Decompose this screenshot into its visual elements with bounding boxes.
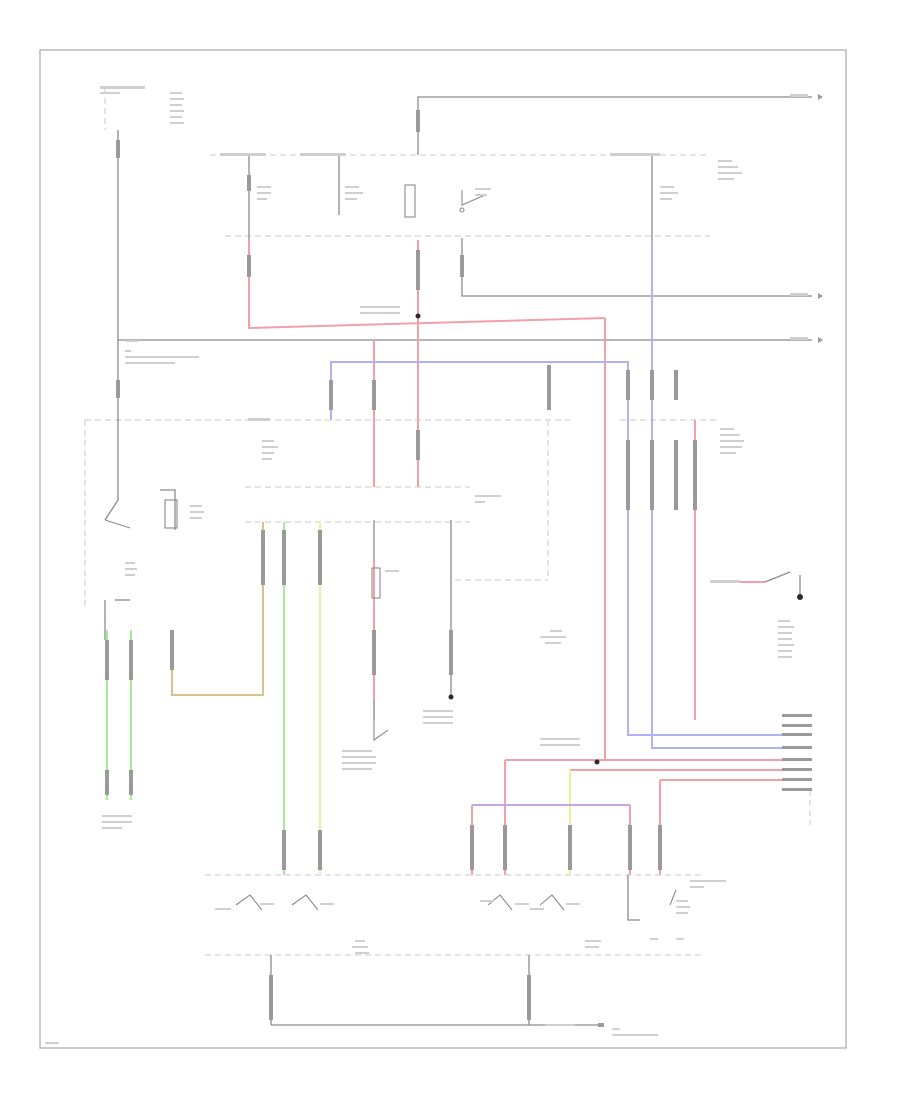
ground-symbols [415,313,803,765]
component-outlines [84,88,811,956]
yellow-wires [319,522,571,875]
component-symbols [104,184,677,911]
diagram-frame [39,49,847,1049]
illegible-labels [45,86,808,1044]
tan-wire [171,522,264,696]
connector-pins [105,110,697,1020]
blue-wires [330,240,812,749]
red-wires [248,240,812,875]
terminal-arrows [598,94,823,1027]
